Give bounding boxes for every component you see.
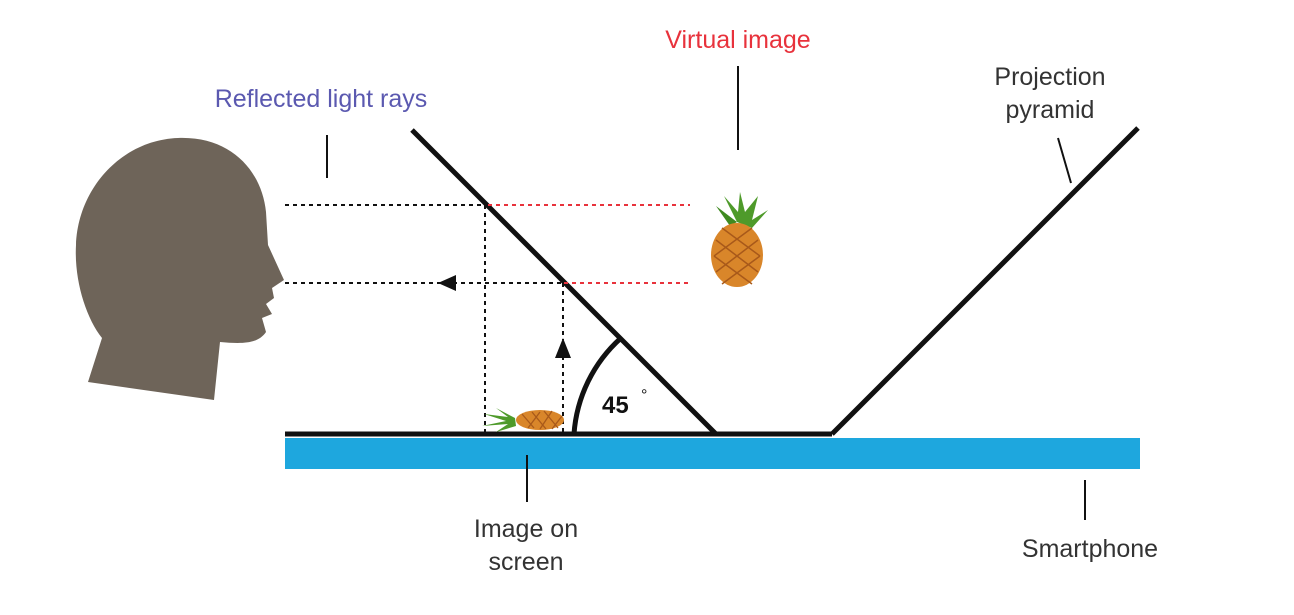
pineapple-icon [711,192,768,287]
pineapple-lying-icon [482,408,564,432]
angle-value-label: 45 [602,392,629,419]
smartphone-bar [285,438,1140,469]
angle-unit-label: ° [641,387,647,404]
reflected-light-rays-label: Reflected light rays [215,85,428,113]
pyramid-right-face [830,126,1140,436]
smartphone-label: Smartphone [1022,535,1158,563]
lower-ray-arrowhead [438,275,456,291]
image-on-screen-label-line2: screen [488,548,563,576]
angle-arc [571,336,623,435]
image-on-screen-label-line1: Image on [474,515,578,543]
virtual-image-label: Virtual image [665,26,810,54]
vertical-ray-arrowhead [555,338,571,358]
projection-pyramid-pointer [1057,137,1072,184]
projection-pyramid-label-line1: Projection [994,63,1105,91]
head-silhouette-icon [75,137,284,401]
projection-pyramid-label-line2: pyramid [1006,96,1095,124]
